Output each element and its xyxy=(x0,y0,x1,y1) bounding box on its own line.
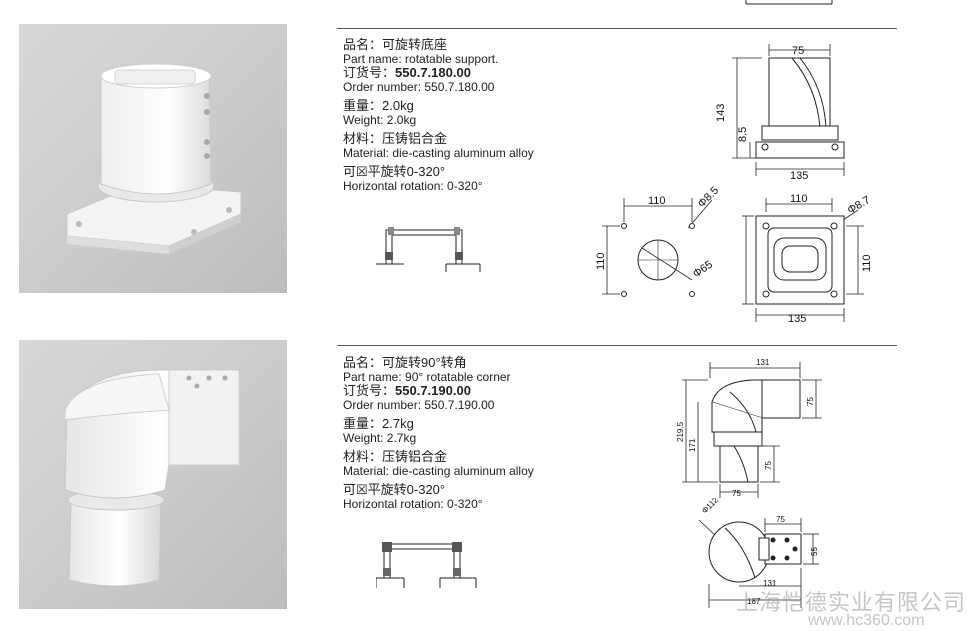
dim-height: 143 xyxy=(715,104,727,122)
dim-lower-75: 75 xyxy=(764,461,773,470)
drawing-hole-pattern-1: 110 Φ8.5 Φ65 110 xyxy=(595,186,722,297)
material-en: Material: die-casting aluminum alloy xyxy=(343,146,534,160)
rotation-en: Horizontal rotation: 0-320° xyxy=(343,179,483,193)
dim-plan-bottom: 135 xyxy=(788,313,806,325)
divider-middle xyxy=(337,345,897,346)
rotation-en: Horizontal rotation: 0-320° xyxy=(343,497,483,511)
drawing-corner-plan: Φ112 75 55 131 187 xyxy=(698,498,819,608)
90-corner-render xyxy=(64,369,240,587)
dim-hole-spacing-x: 110 xyxy=(648,195,666,207)
drawing-continuation-marks xyxy=(745,0,833,5)
product-photo-rotatable-support xyxy=(19,24,287,293)
drawing-plan-view-1: 110 Φ8.7 135 110 135 xyxy=(740,193,873,325)
order-number-cn-value: 550.7.180.00 xyxy=(395,65,471,80)
dim-side-55: 55 xyxy=(810,547,819,556)
product-2-specs: 品名：可旋转90°转角 Part name: 90° rotatable cor… xyxy=(343,355,583,512)
weight-en: Weight: 2.0kg xyxy=(343,113,417,127)
dim-hole-spacing-y: 110 xyxy=(595,252,607,270)
rail-mounting-icon-1 xyxy=(376,227,481,272)
dim-hole-dia: Φ8.5 xyxy=(696,186,722,210)
dim-top-75: 75 xyxy=(776,515,785,524)
material-cn: 材料：压铸铝合金 xyxy=(343,449,448,464)
drawing-corner-elevation: 131 219.5 171 75 75 75 xyxy=(676,358,822,498)
part-name-en: Part name: rotatable support. xyxy=(343,52,499,66)
part-name-cn: 品名：可旋转底座 xyxy=(343,37,448,52)
dim-center-dia: Φ65 xyxy=(691,259,715,281)
dim-total-height: 219.5 xyxy=(676,421,685,442)
part-name-cn: 品名：可旋转90°转角 xyxy=(343,355,467,370)
dim-base-width: 135 xyxy=(790,170,808,182)
material-en: Material: die-casting aluminum alloy xyxy=(343,464,534,478)
dim-dia: Φ112 xyxy=(700,498,720,515)
weight-en: Weight: 2.7kg xyxy=(343,431,417,445)
divider-top xyxy=(337,28,897,29)
order-number-cn: 订货号：550.7.180.00 xyxy=(343,66,583,80)
order-number-cn: 订货号：550.7.190.00 xyxy=(343,384,583,398)
dim-plan-hole-dia: Φ8.7 xyxy=(846,194,873,216)
material-cn: 材料：压铸铝合金 xyxy=(343,131,448,146)
rotatable-support-render xyxy=(66,63,242,254)
order-number-cn-label: 订货号： xyxy=(343,383,396,398)
dim-plan-side: 135 xyxy=(740,254,742,272)
part-name-en: Part name: 90° rotatable corner xyxy=(343,370,511,384)
dim-base-height: 8.5 xyxy=(737,127,749,142)
dim-side-75: 75 xyxy=(806,397,815,406)
order-number-cn-label: 订货号： xyxy=(343,65,396,80)
order-number-en: Order number: 550.7.180.00 xyxy=(343,80,495,94)
dim-top-width-2: 131 xyxy=(756,358,770,367)
rotation-cn: 可☒平旋转0-320° xyxy=(343,164,446,179)
dim-top-width: 75 xyxy=(792,45,804,57)
weight-cn: 重量：2.7kg xyxy=(343,416,414,431)
order-number-en: Order number: 550.7.190.00 xyxy=(343,398,495,412)
order-number-cn-value: 550.7.190.00 xyxy=(395,383,471,398)
dim-plan-131: 131 xyxy=(763,579,777,588)
rail-mounting-icon-2 xyxy=(376,542,477,588)
dim-bottom-75: 75 xyxy=(732,489,741,498)
dim-plan-187: 187 xyxy=(747,597,761,606)
dim-plan-hole-spacing: 110 xyxy=(790,193,808,205)
dim-lower-height: 171 xyxy=(688,438,697,452)
product-1-specs: 品名：可旋转底座 Part name: rotatable support. 订… xyxy=(343,37,583,194)
weight-cn: 重量：2.0kg xyxy=(343,98,414,113)
watermark-url: www.hc360.com xyxy=(808,612,925,629)
drawing-front-elevation-1: 75 143 8.5 135 xyxy=(715,44,845,182)
product-photo-90-corner xyxy=(19,340,287,609)
rotation-cn: 可☒平旋转0-320° xyxy=(343,482,446,497)
watermark-company: 上海恺德实业有限公司 xyxy=(736,590,967,615)
dim-plan-hole-spacing-y: 110 xyxy=(861,254,873,272)
